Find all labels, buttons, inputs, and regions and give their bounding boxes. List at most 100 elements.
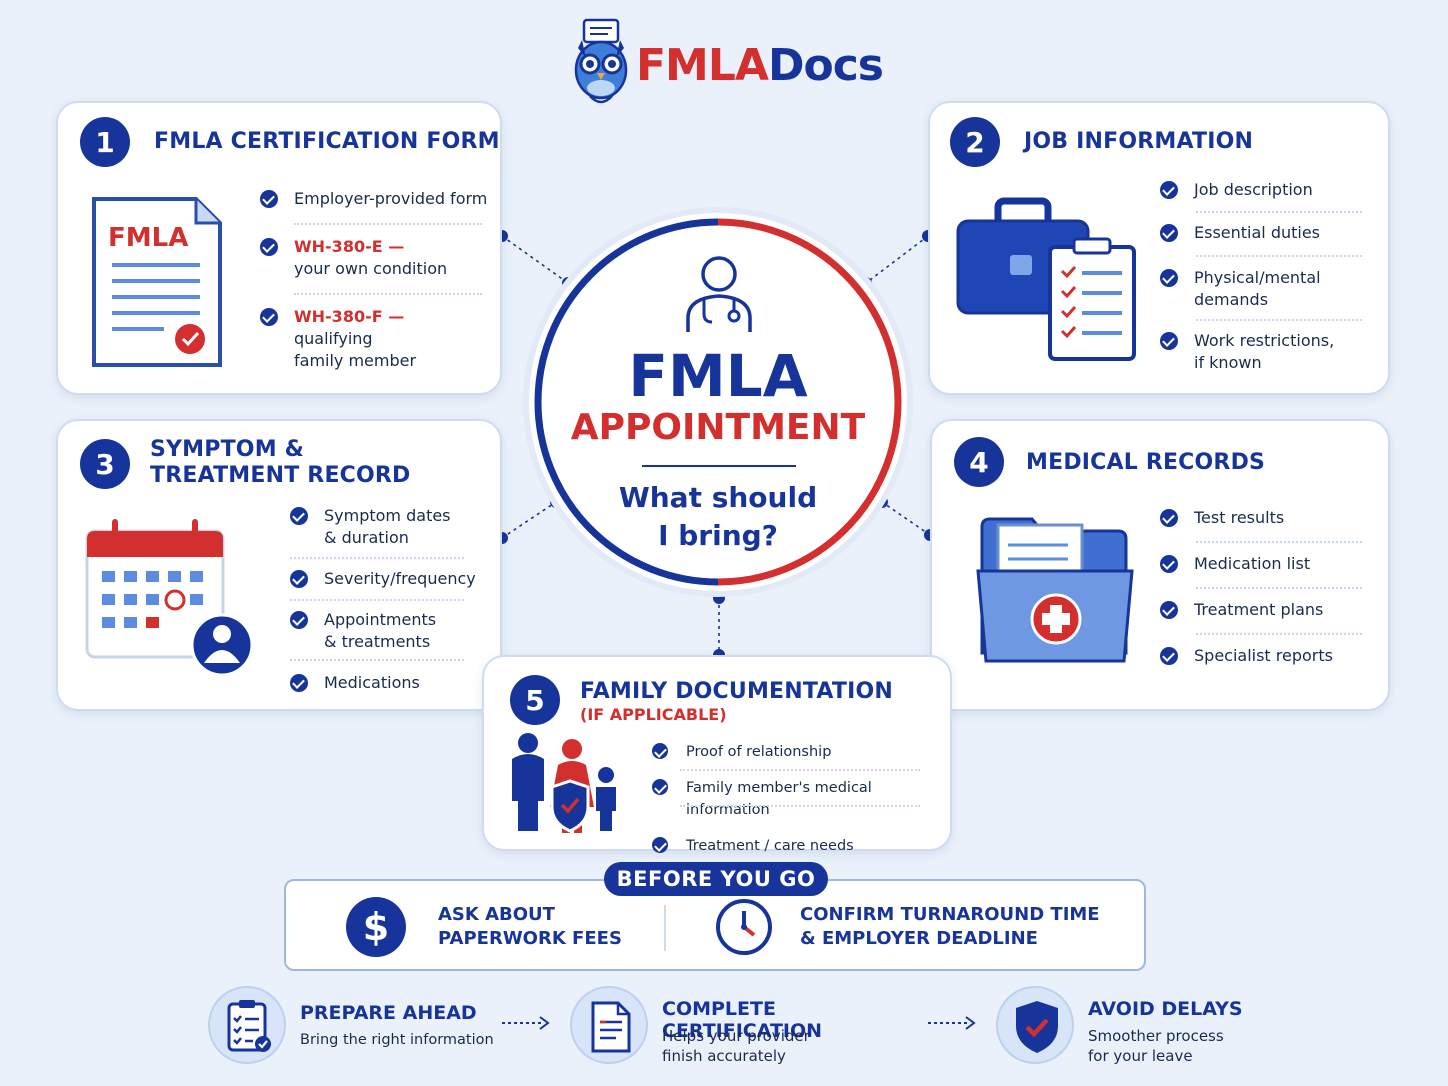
divider [290,659,464,661]
step-title: PREPARE AHEAD [300,1002,477,1024]
tip-fees: ASK ABOUT PAPERWORK FEES [438,904,622,949]
list-item: Severity/frequency [290,568,500,590]
divider [1196,541,1362,543]
form-code: WH-380-F — [294,307,405,326]
briefcase-checklist-icon [956,197,1136,361]
doctor-icon [686,256,752,332]
check-icon [1160,509,1178,527]
step-complete: COMPLETE CERTIFICATION Helps your provid… [570,986,920,1068]
form-code: WH-380-E — [294,237,405,256]
checklist: Symptom dates & duration Severity/freque… [290,505,500,694]
check-icon [652,779,668,795]
shield-icon [996,986,1074,1064]
check-icon [290,674,308,692]
card-symptom-treatment: 3 SYMPTOM & TREATMENT RECORD Symptom dat… [56,419,502,711]
family-icon [512,733,616,833]
center-subtitle: APPOINTMENT [570,407,866,448]
check-icon [1160,269,1178,287]
check-icon [652,837,668,853]
check-icon [1160,647,1178,665]
center-question-line1: What should [618,481,818,514]
divider [664,905,666,951]
list-item: Test results [1160,507,1380,529]
step-number: 1 [80,117,130,167]
list-item: Physical/mental demands [1160,267,1380,311]
divider [290,599,464,601]
card-medical-records: 4 MEDICAL RECORDS Test results Medicatio… [930,419,1390,711]
step-number: 3 [80,439,130,489]
card-title: FAMILY DOCUMENTATION [580,679,894,704]
calendar-icon [85,519,254,677]
checklist: Test results Medication list Treatment p… [1160,507,1380,667]
divider [1196,587,1362,589]
divider [1196,255,1362,257]
step-number: 4 [954,437,1004,487]
check-icon [1160,555,1178,573]
card-certification-form: 1 FMLA CERTIFICATION FORM FMLA Employer-… [56,101,502,395]
check-icon [260,238,278,256]
check-icon [290,611,308,629]
step-subtitle: Helps your provider finish accurately [662,1027,810,1065]
card-title: JOB INFORMATION [1024,129,1254,154]
divider [1196,319,1362,321]
dollar-icon: $ [346,897,406,957]
check-icon [290,507,308,525]
before-you-go-panel: $ ASK ABOUT PAPERWORK FEES CONFIRM TURNA… [284,879,1146,971]
step-subtitle: Bring the right information [300,1032,494,1048]
clock-icon [716,899,772,955]
step-prepare: PREPARE AHEAD Bring the right informatio… [208,986,528,1068]
check-icon [1160,224,1178,242]
card-title: FMLA CERTIFICATION FORM [154,129,500,154]
card-job-information: 2 JOB INFORMATION Job description Essent… [928,101,1390,395]
list-item: Medication list [1160,553,1380,575]
divider [1196,633,1362,635]
list-item: Proof of relationship [652,741,948,763]
divider [290,557,464,559]
list-item: Symptom dates & duration [290,505,500,549]
card-family-documentation: 5 FAMILY DOCUMENTATION (IF APPLICABLE) P… [482,655,952,854]
brand-name-part1: FMLA [636,40,769,91]
checklist: Employer-provided form WH-380-E —your ow… [260,188,490,372]
document-icon [570,986,648,1064]
list-item: Treatment plans [1160,599,1380,621]
brand-name-part2: Docs [767,40,884,91]
step-subtitle: Smoother process for your leave [1088,1027,1224,1065]
center-ring [523,207,913,597]
medical-folder-icon [976,517,1134,663]
check-icon [1160,181,1178,199]
check-icon [290,570,308,588]
card-subtitle: (IF APPLICABLE) [580,705,727,724]
center-badge: FMLA APPOINTMENT What should I bring? [522,206,914,598]
step-number: 2 [950,117,1000,167]
checklist: Job description Essential duties Physica… [1160,179,1380,374]
list-item: Work restrictions, if known [1160,330,1380,374]
step-title: COMPLETE CERTIFICATION [662,998,823,1042]
form-label: FMLA [108,223,189,253]
list-item: Treatment / care needs [652,835,948,857]
arrow-icon [500,1013,554,1033]
divider [294,223,482,225]
before-you-go-label: BEFORE YOU GO [604,862,828,896]
list-item: Family member's medical information [652,777,948,821]
center-title: FMLA [628,342,808,410]
list-item: Job description [1160,179,1380,201]
list-item: Medications [290,672,500,694]
brand-logo: FMLADocs [570,18,890,108]
divider [680,769,920,771]
arrow-icon [926,1013,980,1033]
divider [680,805,920,807]
check-icon [652,743,668,759]
check-icon [1160,601,1178,619]
step-avoid-delays: AVOID DELAYS Smoother process for your l… [996,986,1296,1068]
check-icon [260,190,278,208]
check-icon [1160,332,1178,350]
card-title: SYMPTOM & TREATMENT RECORD [150,437,411,488]
fmla-form-icon: FMLA [88,195,228,373]
check-icon [260,308,278,326]
list-item: Employer-provided form [260,188,490,210]
card-title: MEDICAL RECORDS [1026,450,1266,475]
tip-deadline: CONFIRM TURNAROUND TIME & EMPLOYER DEADL… [800,904,1100,949]
list-item: Essential duties [1160,222,1380,244]
list-item: Appointments & treatments [290,609,500,653]
list-item: WH-380-F —qualifying family member [260,306,490,372]
